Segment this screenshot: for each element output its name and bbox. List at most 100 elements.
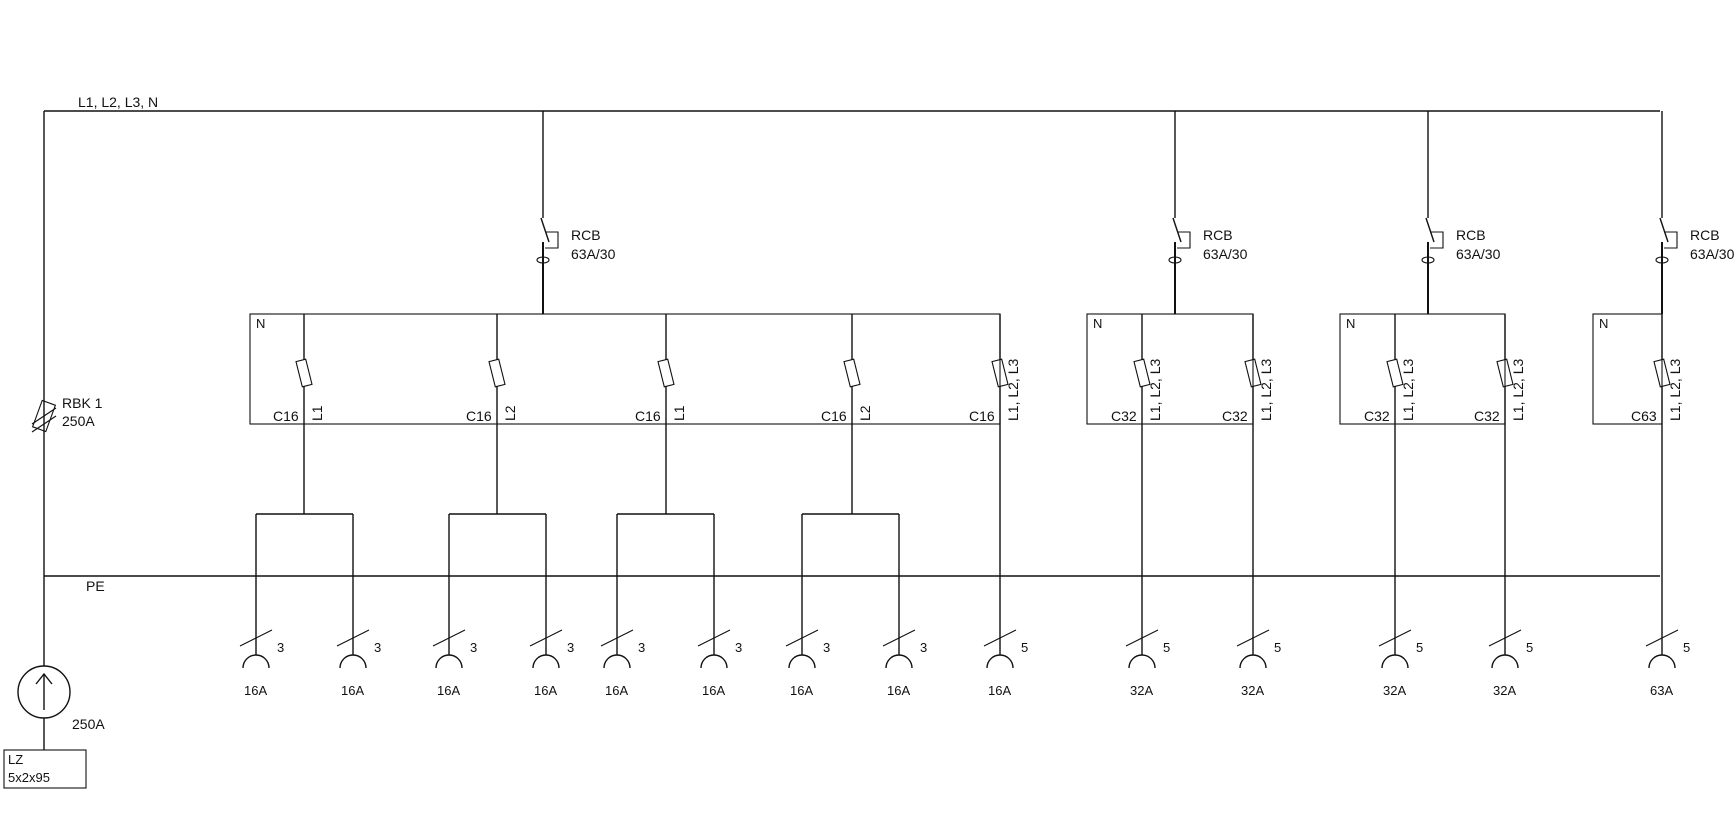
circuit-breaker-type: C32 <box>1364 408 1390 424</box>
socket-rating: 16A <box>437 683 460 698</box>
cable-box: LZ 5x2x95 <box>3 749 87 789</box>
socket-rating: 32A <box>1493 683 1516 698</box>
circuit-breaker-type: C16 <box>635 408 661 424</box>
socket-poles: 5 <box>1416 640 1423 655</box>
rcb-rating: 63A/30 <box>1690 246 1735 262</box>
circuit-breaker-2: C16 L2 <box>466 314 518 426</box>
rcb-name: RCB <box>1203 227 1233 243</box>
socket-rating: 16A <box>702 683 725 698</box>
distribution-box-4: N <box>1592 313 1663 425</box>
socket-poles: 3 <box>823 640 830 655</box>
supply-meter-rating: 250A <box>72 716 105 732</box>
circuit-breaker-1: C16 L1 <box>273 314 325 426</box>
socket-outlet: 5 32A <box>1488 629 1533 698</box>
socket-poles: 5 <box>1683 640 1690 655</box>
main-feeder: RBK 1 250A 250A LZ 5x2x95 <box>3 111 105 789</box>
socket-poles: 3 <box>470 640 477 655</box>
circuit-breaker-phase: L1, L2, L3 <box>1147 359 1163 421</box>
circuit-breaker-phase: L1 <box>309 405 325 421</box>
socket-outlet: 5 32A <box>1378 629 1423 698</box>
rcb-1: RCB 63A/30 <box>536 111 616 314</box>
main-busbar: L1, L2, L3, N <box>44 94 1660 112</box>
circuit-breaker-8: C32 L1, L2, L3 <box>1364 314 1416 426</box>
socket-single: 5 63A <box>1645 426 1690 698</box>
circuit-breaker-type: C32 <box>1222 408 1248 424</box>
socket-poles: 5 <box>1526 640 1533 655</box>
circuit-breaker-phase: L2 <box>857 405 873 421</box>
circuit-breaker-phase: L2 <box>502 405 518 421</box>
socket-outlet: 5 32A <box>1125 629 1170 698</box>
circuit-breaker-type: C32 <box>1111 408 1137 424</box>
circuit-breaker-type: C32 <box>1474 408 1500 424</box>
socket-rating: 63A <box>1650 683 1673 698</box>
socket-outlet: 3 16A <box>600 629 645 698</box>
rcb-2: RCB 63A/30 <box>1168 111 1248 314</box>
pe-bar-label: PE <box>86 578 105 594</box>
socket-rating: 32A <box>1241 683 1264 698</box>
neutral-label: N <box>1093 316 1102 331</box>
socket-poles: 5 <box>1274 640 1281 655</box>
distribution-box-2: N <box>1086 313 1254 425</box>
socket-outlet: 5 16A <box>983 629 1028 698</box>
pe-bar: PE <box>44 575 1660 594</box>
socket-poles: 3 <box>567 640 574 655</box>
distribution-box-1: N <box>249 313 1001 425</box>
socket-outlet: 3 16A <box>432 629 477 698</box>
rcb-rating: 63A/30 <box>1203 246 1248 262</box>
rcb-name: RCB <box>571 227 601 243</box>
neutral-label: N <box>256 316 265 331</box>
socket-rating: 32A <box>1383 683 1406 698</box>
rcb-rating: 63A/30 <box>571 246 616 262</box>
socket-single: 5 32A <box>1125 426 1170 698</box>
socket-poles: 3 <box>374 640 381 655</box>
neutral-label: N <box>1346 316 1355 331</box>
socket-single: 5 16A <box>983 426 1028 698</box>
circuit-breaker-9: C32 L1, L2, L3 <box>1474 314 1526 426</box>
socket-poles: 5 <box>1021 640 1028 655</box>
socket-outlet: 5 32A <box>1236 629 1281 698</box>
circuit-breaker-type: C16 <box>466 408 492 424</box>
circuit-breaker-phase: L1 <box>671 405 687 421</box>
circuit-breaker-phase: L1, L2, L3 <box>1005 359 1021 421</box>
circuit-breaker-phase: L1, L2, L3 <box>1400 359 1416 421</box>
socket-poles: 3 <box>920 640 927 655</box>
socket-rating: 16A <box>605 683 628 698</box>
socket-rating: 16A <box>790 683 813 698</box>
socket-outlet: 3 16A <box>785 629 830 698</box>
distribution-box-3: N <box>1339 313 1506 425</box>
rcb-name: RCB <box>1690 227 1720 243</box>
supply-meter-symbol <box>17 665 71 719</box>
circuit-breaker-3: C16 L1 <box>635 314 687 426</box>
socket-rating: 16A <box>988 683 1011 698</box>
socket-single: 5 32A <box>1488 426 1533 698</box>
socket-single: 5 32A <box>1236 426 1281 698</box>
circuit-breaker-phase: L1, L2, L3 <box>1510 359 1526 421</box>
socket-outlet: 5 63A <box>1645 629 1690 698</box>
socket-rating: 16A <box>244 683 267 698</box>
socket-poles: 3 <box>638 640 645 655</box>
socket-poles: 5 <box>1163 640 1170 655</box>
cable-box-spec: 5x2x95 <box>8 770 50 785</box>
circuit-breaker-type: C16 <box>273 408 299 424</box>
cable-box-label: LZ <box>8 752 23 767</box>
rcb-4: RCB 63A/30 <box>1655 111 1735 314</box>
socket-layer: 316A316A316A316A316A316A316A316A516A532A… <box>239 426 1690 698</box>
main-busbar-label: L1, L2, L3, N <box>78 94 158 110</box>
socket-rating: 32A <box>1130 683 1153 698</box>
neutral-label: N <box>1599 316 1608 331</box>
socket-single: 5 32A <box>1378 426 1423 698</box>
